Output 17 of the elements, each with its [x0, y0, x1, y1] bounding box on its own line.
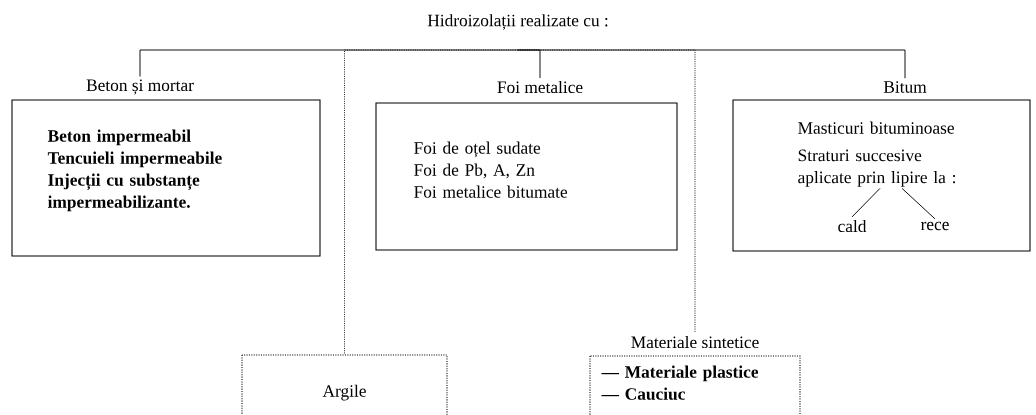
text-box: Beton și mortar Beton impermeabil Tencuieli impermeabile Injecții cu substanțe impermeabilizante.	[11, 79, 321, 257]
connector-line	[517, 49, 906, 79]
connector-line	[139, 49, 519, 77]
dotted-box: Argile	[241, 354, 448, 415]
dotted-box: Materiale sintetice — Materiale plastice — Cauciuc	[589, 335, 801, 415]
node-label: Bitum	[883, 81, 927, 93]
connector-line	[851, 187, 881, 218]
text-label: cald	[838, 219, 867, 233]
node-label: Materiale sintetice	[631, 335, 759, 349]
node-label: Foi metalice	[497, 80, 583, 94]
connector-line	[344, 49, 519, 356]
connector-line	[901, 187, 936, 220]
text-label: Straturi succesive aplicate prin lipire la :	[798, 149, 956, 187]
node-label: Beton și mortar	[86, 79, 194, 95]
text-label: rece	[920, 221, 949, 231]
text-label: Hidroizolații realizate cu :	[427, 14, 608, 30]
text-box: Foi metalice Foi de oțel sudate Foi de Pb, A, Zn Foi metalice bitumate	[375, 80, 678, 251]
